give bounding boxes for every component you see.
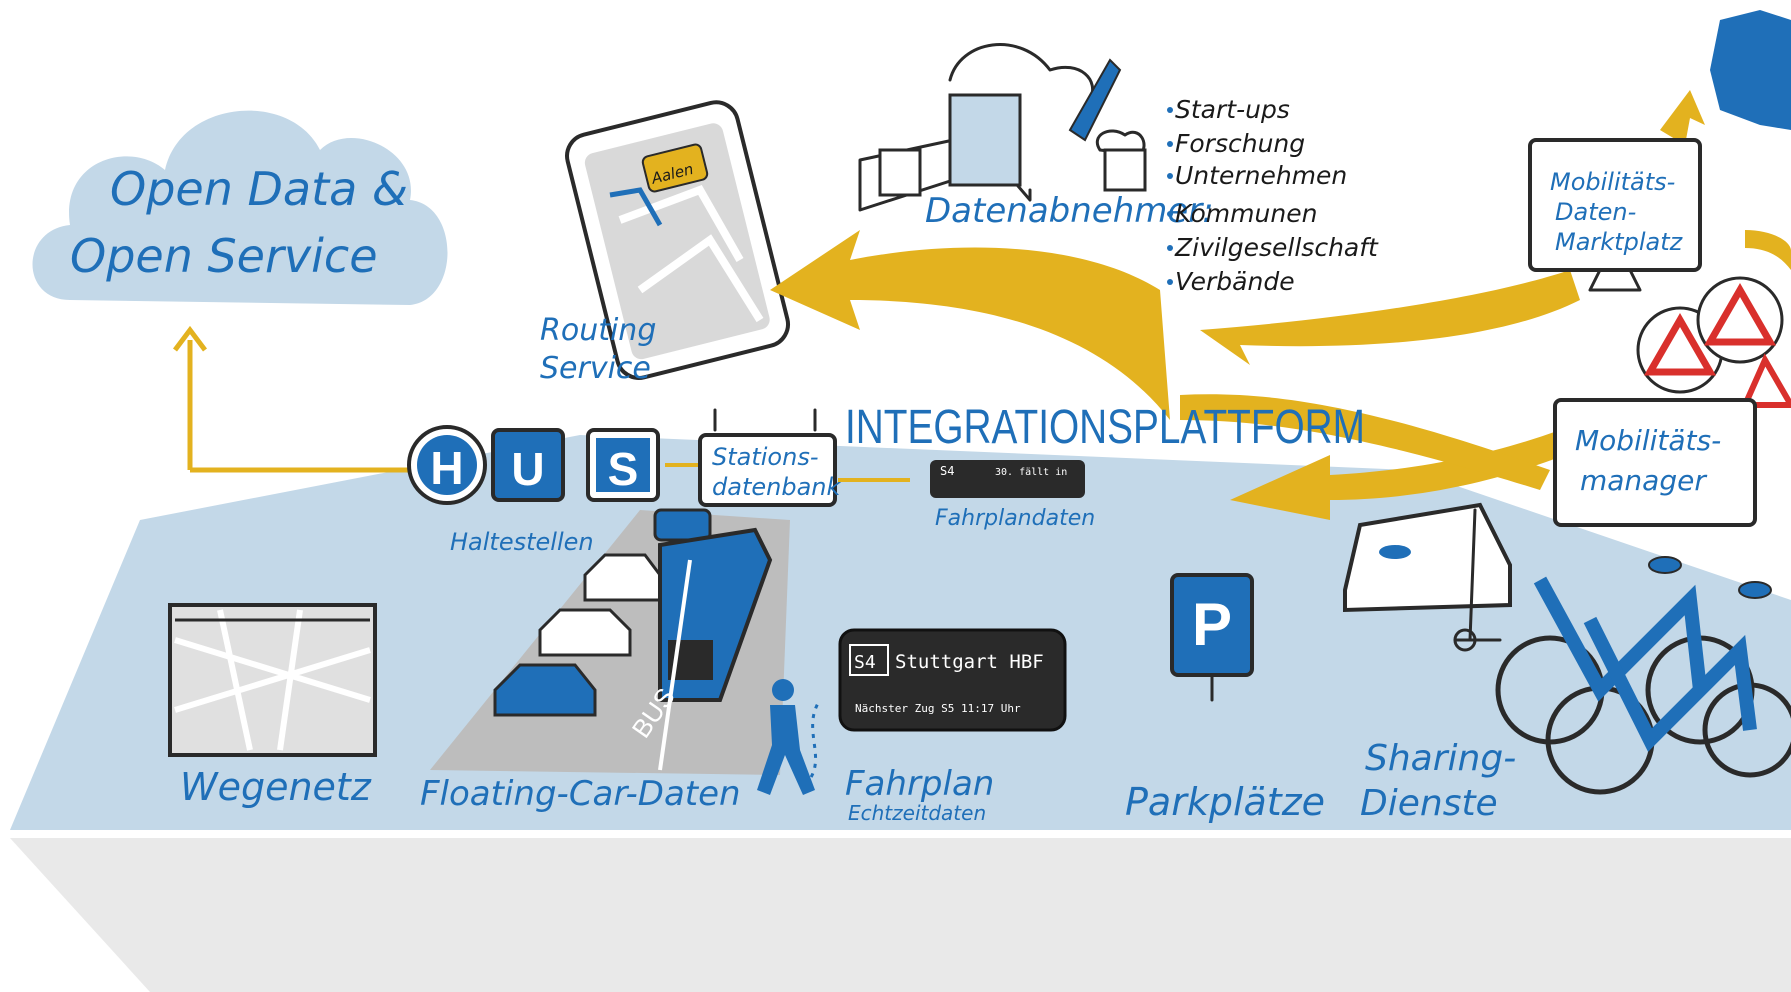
- routing-phone: Aalen: [565, 100, 790, 380]
- sharing-label-1: Sharing-: [1365, 738, 1516, 779]
- routing-label-1: Routing: [540, 313, 656, 348]
- parkplaetze-label: Parkplätze: [1125, 780, 1325, 824]
- stationsdatenbank-sign: Stations- datenbank: [698, 408, 841, 507]
- wegenetz-map: [168, 603, 377, 757]
- manager-line-2: manager: [1580, 464, 1707, 497]
- traffic-illustration: [493, 508, 773, 771]
- sign-s: S: [608, 443, 639, 495]
- floating-label: Floating-Car-Daten: [420, 774, 741, 814]
- parking-sign: P: [1170, 573, 1254, 702]
- fahrplan-sign-line: S4: [854, 652, 876, 673]
- connector-to-cloud: [173, 325, 410, 473]
- datenabnehmer-label: Datenabnehmer:: [925, 191, 1214, 231]
- fahrplan-sign-next: Nächster Zug S5 11:17 Uhr: [855, 702, 1021, 715]
- open-data-cloud: Open Data & Open Service: [32, 110, 448, 305]
- platform-title: INTEGRATIONSPLATTFORM: [845, 401, 1365, 454]
- cloud-line-1: Open Data &: [110, 162, 408, 216]
- warning-signs: [1636, 276, 1791, 408]
- wegenetz-label: Wegenetz: [180, 765, 372, 809]
- datenabnehmer-list: Start-ups Forschung Unternehmen Kommunen…: [1167, 95, 1379, 296]
- fahrplandaten-sign: S4 30. fällt in: [930, 460, 1085, 498]
- fahrplan-sublabel: Echtzeitdaten: [848, 801, 986, 825]
- sharing-label-2: Dienste: [1360, 783, 1498, 824]
- marktplatz-line-3: Marktplatz: [1555, 228, 1684, 256]
- fahrplandaten-label: Fahrplandaten: [935, 506, 1095, 531]
- pedestrian-icon: [757, 679, 815, 795]
- stationsdatenbank-line-1: Stations-: [712, 443, 819, 471]
- fahrplan-sign-destination: Stuttgart HBF: [895, 651, 1044, 673]
- list-item: Kommunen: [1175, 199, 1317, 228]
- germany-map-icon: [1710, 10, 1791, 130]
- haltestellen-signs: H U S: [407, 425, 660, 505]
- buildings-illustration: [858, 43, 1147, 212]
- parking-letter: P: [1192, 591, 1232, 658]
- list-item: Unternehmen: [1175, 161, 1347, 190]
- marktplatz-monitor: Mobilitäts- Daten- Marktplatz: [1528, 138, 1702, 292]
- manager-monitor: Mobilitäts- manager: [1553, 398, 1757, 527]
- manager-line-1: Mobilitäts-: [1575, 424, 1721, 457]
- list-item: Start-ups: [1175, 95, 1290, 124]
- list-item: Verbände: [1175, 267, 1295, 296]
- fahrplan-sign: S4 Stuttgart HBF Nächster Zug S5 11:17 U…: [838, 628, 1067, 732]
- fahrplandaten-sign-line: S4: [940, 464, 954, 478]
- walk-path: [803, 699, 822, 787]
- fahrplan-label: Fahrplan: [845, 764, 994, 804]
- marktplatz-line-1: Mobilitäts-: [1550, 168, 1675, 196]
- station-connector: [665, 463, 910, 482]
- list-item: Forschung: [1175, 129, 1305, 158]
- sign-h: H: [430, 442, 463, 494]
- fahrplandaten-sign-note: 30. fällt in: [995, 467, 1067, 478]
- cloud-line-2: Open Service: [70, 229, 378, 283]
- haltestellen-label: Haltestellen: [450, 528, 594, 556]
- list-item: Zivilgesellschaft: [1174, 233, 1379, 262]
- routing-label-2: Service: [540, 351, 651, 386]
- data-flow-arrows: [770, 90, 1791, 520]
- stationsdatenbank-line-2: datenbank: [712, 473, 841, 501]
- ground-shadow: [10, 838, 1791, 992]
- sharing-vehicles: [1343, 502, 1791, 795]
- marktplatz-line-2: Daten-: [1555, 198, 1636, 226]
- sign-u: U: [511, 443, 544, 495]
